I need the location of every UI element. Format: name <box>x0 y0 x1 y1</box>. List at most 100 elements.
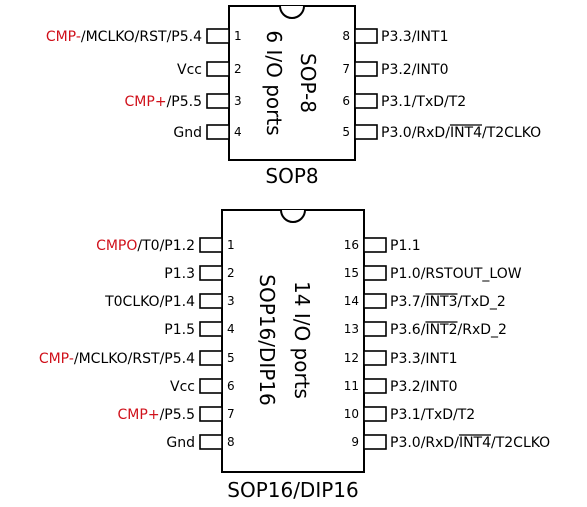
pin-6-label: Vcc <box>170 379 195 395</box>
chip-title: SOP8 <box>265 164 318 188</box>
pin-4-number: 4 <box>234 125 242 139</box>
pin-4-label: P1.5 <box>164 322 195 338</box>
pin-2-number: 2 <box>234 62 242 76</box>
chip-inner-line2: 6 I/O ports <box>262 30 286 135</box>
pin-7-label-text: /P5.5 <box>160 407 195 423</box>
pin-16-label: P1.1 <box>390 238 421 254</box>
pin-6-number: 6 <box>227 379 235 393</box>
pin-7-number: 7 <box>227 407 235 421</box>
chip-inner-line1: 14 I/O ports <box>290 281 314 399</box>
chip-notch <box>279 5 305 19</box>
pin-7-lead <box>354 61 378 77</box>
pin-3-lead <box>199 293 223 309</box>
pin-13-label: P3.6/INT2/RxD_2 <box>390 322 507 338</box>
pin-4-lead <box>199 321 223 337</box>
pin-13-lead <box>363 321 387 337</box>
pin-4-label: Gnd <box>173 125 202 141</box>
pin-5-lead <box>199 350 223 366</box>
pin-2-label: P1.3 <box>164 266 195 282</box>
pin-1-label: CMP-/MCLKO/RST/P5.4 <box>46 29 202 45</box>
pin-12-lead <box>363 350 387 366</box>
pin-13-label-text: P3.6/ <box>390 322 426 338</box>
pin-14-lead <box>363 293 387 309</box>
pin-8-label-text: Gnd <box>166 435 195 451</box>
pin-12-label: P3.3/INT1 <box>390 351 457 367</box>
pin-5-number: 5 <box>227 351 235 365</box>
pin-5-label-suffix: /T2CLKO <box>482 125 541 141</box>
pin-9-label-text: P3.0/RxD/ <box>390 435 459 451</box>
pin-2-lead <box>199 265 223 281</box>
pin-9-label-suffix: /T2CLKO <box>491 435 550 451</box>
pin-11-lead <box>363 378 387 394</box>
pin-2-lead <box>206 61 230 77</box>
pin-3-label-text: /P5.5 <box>167 94 202 110</box>
pin-15-label: P1.0/RSTOUT_LOW <box>390 266 522 282</box>
chip-inner-line1: SOP-8 <box>296 53 320 113</box>
pin-4-number: 4 <box>227 322 235 336</box>
pin-5-label: P3.0/RxD/INT4/T2CLKO <box>381 125 541 141</box>
pin-7-lead <box>199 406 223 422</box>
pin-3-label-highlight: CMP+ <box>125 94 167 110</box>
pin-1-lead <box>206 28 230 44</box>
pin-3-label-text: T0CLKO/P1.4 <box>104 294 195 310</box>
chip-inner-line2: SOP16/DIP16 <box>255 274 279 406</box>
pin-5-number: 5 <box>342 125 350 139</box>
pin-6-number: 6 <box>342 94 350 108</box>
pin-14-label-suffix: /TxD_2 <box>458 294 506 310</box>
pin-14-label-text: P3.7/ <box>390 294 426 310</box>
pin-5-label-highlight: CMP- <box>39 351 74 367</box>
chip-title: SOP16/DIP16 <box>227 478 359 502</box>
pin-9-number: 9 <box>351 435 359 449</box>
pin-11-label: P3.2/INT0 <box>390 379 457 395</box>
pin-16-label-text: P1.1 <box>390 238 421 254</box>
pin-9-label: P3.0/RxD/INT4/T2CLKO <box>390 435 550 451</box>
pin-1-label-text: /T0/P1.2 <box>137 238 195 254</box>
pin-13-label-suffix: /RxD_2 <box>458 322 507 338</box>
pin-8-lead <box>199 434 223 450</box>
pin-3-label: CMP+/P5.5 <box>125 94 202 110</box>
pin-10-label-text: P3.1/TxD/T2 <box>390 407 475 423</box>
pin-11-number: 11 <box>344 379 359 393</box>
pin-6-lead <box>354 93 378 109</box>
pin-2-label: Vcc <box>177 62 202 78</box>
pin-4-label-text: P1.5 <box>164 322 195 338</box>
pin-8-label: Gnd <box>166 435 195 451</box>
pin-1-lead <box>199 237 223 253</box>
pin-8-lead <box>354 28 378 44</box>
pin-14-label-overlined: INT3 <box>425 294 457 310</box>
pin-3-lead <box>206 93 230 109</box>
pin-2-label-text: Vcc <box>177 62 202 78</box>
pin-6-label: P3.1/TxD/T2 <box>381 94 466 110</box>
pin-3-number: 3 <box>227 294 235 308</box>
pin-14-label: P3.7/INT3/TxD_2 <box>390 294 506 310</box>
pin-8-number: 8 <box>342 29 350 43</box>
pin-1-number: 1 <box>227 238 235 252</box>
pin-9-label-overlined: INT4 <box>459 435 491 451</box>
pin-10-number: 10 <box>344 407 359 421</box>
pin-14-number: 14 <box>344 294 359 308</box>
pin-13-number: 13 <box>344 322 359 336</box>
pin-10-lead <box>363 406 387 422</box>
pin-11-label-text: P3.2/INT0 <box>390 379 457 395</box>
pin-5-label-text: /MCLKO/RST/P5.4 <box>74 351 195 367</box>
pin-10-label: P3.1/TxD/T2 <box>390 407 475 423</box>
chip-sop16-dip16: 14 I/O portsSOP16/DIP16SOP16/DIP161CMPO/… <box>39 209 550 502</box>
chip-body <box>228 5 356 161</box>
pin-6-lead <box>199 378 223 394</box>
pin-7-label-highlight: CMP+ <box>118 407 160 423</box>
pin-1-label-highlight: CMP- <box>46 29 81 45</box>
pin-6-label-text: Vcc <box>170 379 195 395</box>
pin-4-label-text: Gnd <box>173 125 202 141</box>
pin-1-label-text: /MCLKO/RST/P5.4 <box>81 29 202 45</box>
pin-5-label: CMP-/MCLKO/RST/P5.4 <box>39 351 195 367</box>
pin-8-number: 8 <box>227 435 235 449</box>
pin-2-label-text: P1.3 <box>164 266 195 282</box>
pin-1-label-highlight: CMPO <box>96 238 137 254</box>
pin-5-label-text: P3.0/RxD/ <box>381 125 450 141</box>
pin-8-label: P3.3/INT1 <box>381 29 448 45</box>
pin-12-label-text: P3.3/INT1 <box>390 351 457 367</box>
pin-7-number: 7 <box>342 62 350 76</box>
pin-1-number: 1 <box>234 29 242 43</box>
